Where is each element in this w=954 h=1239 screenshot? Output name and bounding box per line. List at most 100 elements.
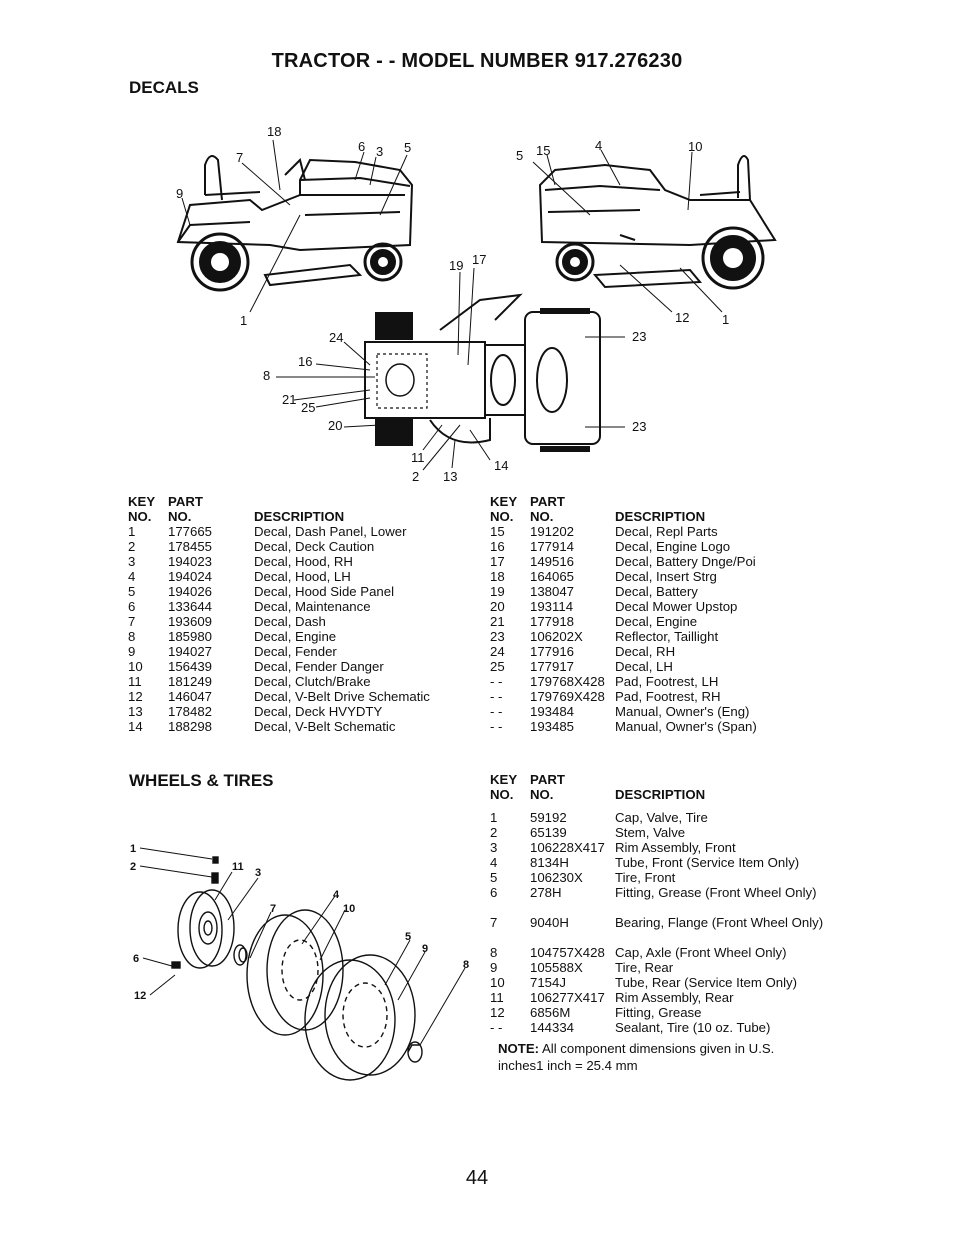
cell-key: 7 [128, 614, 136, 629]
callout-12: 12 [675, 310, 689, 325]
cell-key: 5 [128, 584, 136, 599]
cell-key: 16 [490, 539, 505, 554]
col-no-header: NO. [168, 509, 192, 524]
cell-desc: Manual, Owner's (Span) [615, 719, 757, 734]
cell-key: 23 [490, 629, 505, 644]
cell-part: 146047 [168, 689, 213, 704]
cell-part: 164065 [530, 569, 575, 584]
cell-part: 188298 [168, 719, 213, 734]
cell-key: 18 [490, 569, 505, 584]
cell-desc: Decal, Fender [254, 644, 337, 659]
cell-desc: Stem, Valve [615, 825, 686, 840]
cell-key: - - [490, 674, 503, 689]
cell-key: 4 [490, 855, 498, 870]
cell-part: 6856M [530, 1005, 571, 1020]
cell-key: 8 [128, 629, 136, 644]
cell-part: 177917 [530, 659, 575, 674]
cell-desc: Decal, Battery Dnge/Poi [615, 554, 756, 569]
cell-desc: Sealant, Tire (10 oz. Tube) [615, 1020, 771, 1035]
cell-key: 6 [128, 599, 136, 614]
cell-desc: Decal, Engine [254, 629, 337, 644]
front-bearing-drawing [233, 944, 248, 966]
cell-part: 194024 [168, 569, 213, 584]
wheels-heading: WHEELS & TIRES [129, 771, 274, 790]
cell-key: 24 [490, 644, 505, 659]
cell-part: 104757X428 [530, 945, 605, 960]
cell-desc: Decal, V-Belt Schematic [254, 719, 396, 734]
cell-part: 193485 [530, 719, 575, 734]
cell-desc: Tube, Rear (Service Item Only) [615, 975, 797, 990]
col-desc-header: DESCRIPTION [615, 509, 706, 524]
cell-part: 179769X428 [530, 689, 605, 704]
col-key-header: KEY [490, 772, 518, 787]
cell-key: 6 [490, 885, 498, 900]
cell-part: 156439 [168, 659, 213, 674]
cell-key: 15 [490, 524, 505, 539]
cell-part: 179768X428 [530, 674, 605, 689]
cell-key: 21 [490, 614, 505, 629]
cell-part: 194027 [168, 644, 213, 659]
callout-9: 9 [176, 186, 183, 201]
cell-key: 11 [128, 674, 142, 689]
cell-part: 177918 [530, 614, 575, 629]
cell-key: 7 [490, 915, 498, 930]
callout-w8: 8 [463, 959, 469, 971]
cell-desc: Bearing, Flange (Front Wheel Only) [615, 915, 824, 930]
cell-key: 1 [128, 524, 136, 539]
cell-part: 106230X [530, 870, 583, 885]
cell-part: 106228X417 [530, 840, 605, 855]
cell-key: 13 [128, 704, 143, 719]
callout-w11: 11 [232, 861, 244, 873]
cell-key: 9 [128, 644, 136, 659]
note-block: NOTE: All component dimensions given in … [498, 1040, 818, 1074]
callout-w7: 7 [270, 903, 276, 915]
callout-w1: 1 [130, 843, 136, 855]
cell-desc: Pad, Footrest, RH [615, 689, 721, 704]
cell-part: 59192 [530, 810, 567, 825]
cell-desc: Fitting, Grease (Front Wheel Only) [615, 885, 817, 900]
cell-part: 193114 [530, 599, 574, 614]
table-row: 2 65139 Stem, Valve [490, 825, 835, 840]
col-key-header: KEY [490, 494, 518, 509]
wheel-callout-labels: 1 2 11 3 7 4 10 5 9 8 6 12 [130, 843, 469, 1002]
cell-desc: Decal, LH [615, 659, 673, 674]
rear-tire-drawing [304, 954, 416, 1081]
callout-13: 13 [443, 469, 457, 484]
cell-part: 133644 [168, 599, 213, 614]
cell-part: 65139 [530, 825, 567, 840]
callout-5: 5 [404, 140, 411, 155]
cell-key: 2 [128, 539, 136, 554]
callout-11: 11 [411, 450, 425, 465]
cell-desc: Decal, Engine Logo [615, 539, 731, 554]
page-title: TRACTOR - - MODEL NUMBER 917.276230 [271, 50, 683, 72]
callout-3: 3 [376, 144, 383, 159]
cell-desc: Decal, Clutch/Brake [254, 674, 371, 689]
cell-part: 8134H [530, 855, 569, 870]
cell-key: - - [490, 1020, 503, 1035]
cell-part: 7154J [530, 975, 566, 990]
cell-desc: Decal, Fender Danger [254, 659, 384, 674]
cell-key: 2 [490, 825, 498, 840]
callout-18: 18 [267, 124, 281, 139]
cell-key: 4 [128, 569, 136, 584]
tractor-top-view-drawing [364, 293, 601, 452]
callout-24: 24 [329, 330, 343, 345]
